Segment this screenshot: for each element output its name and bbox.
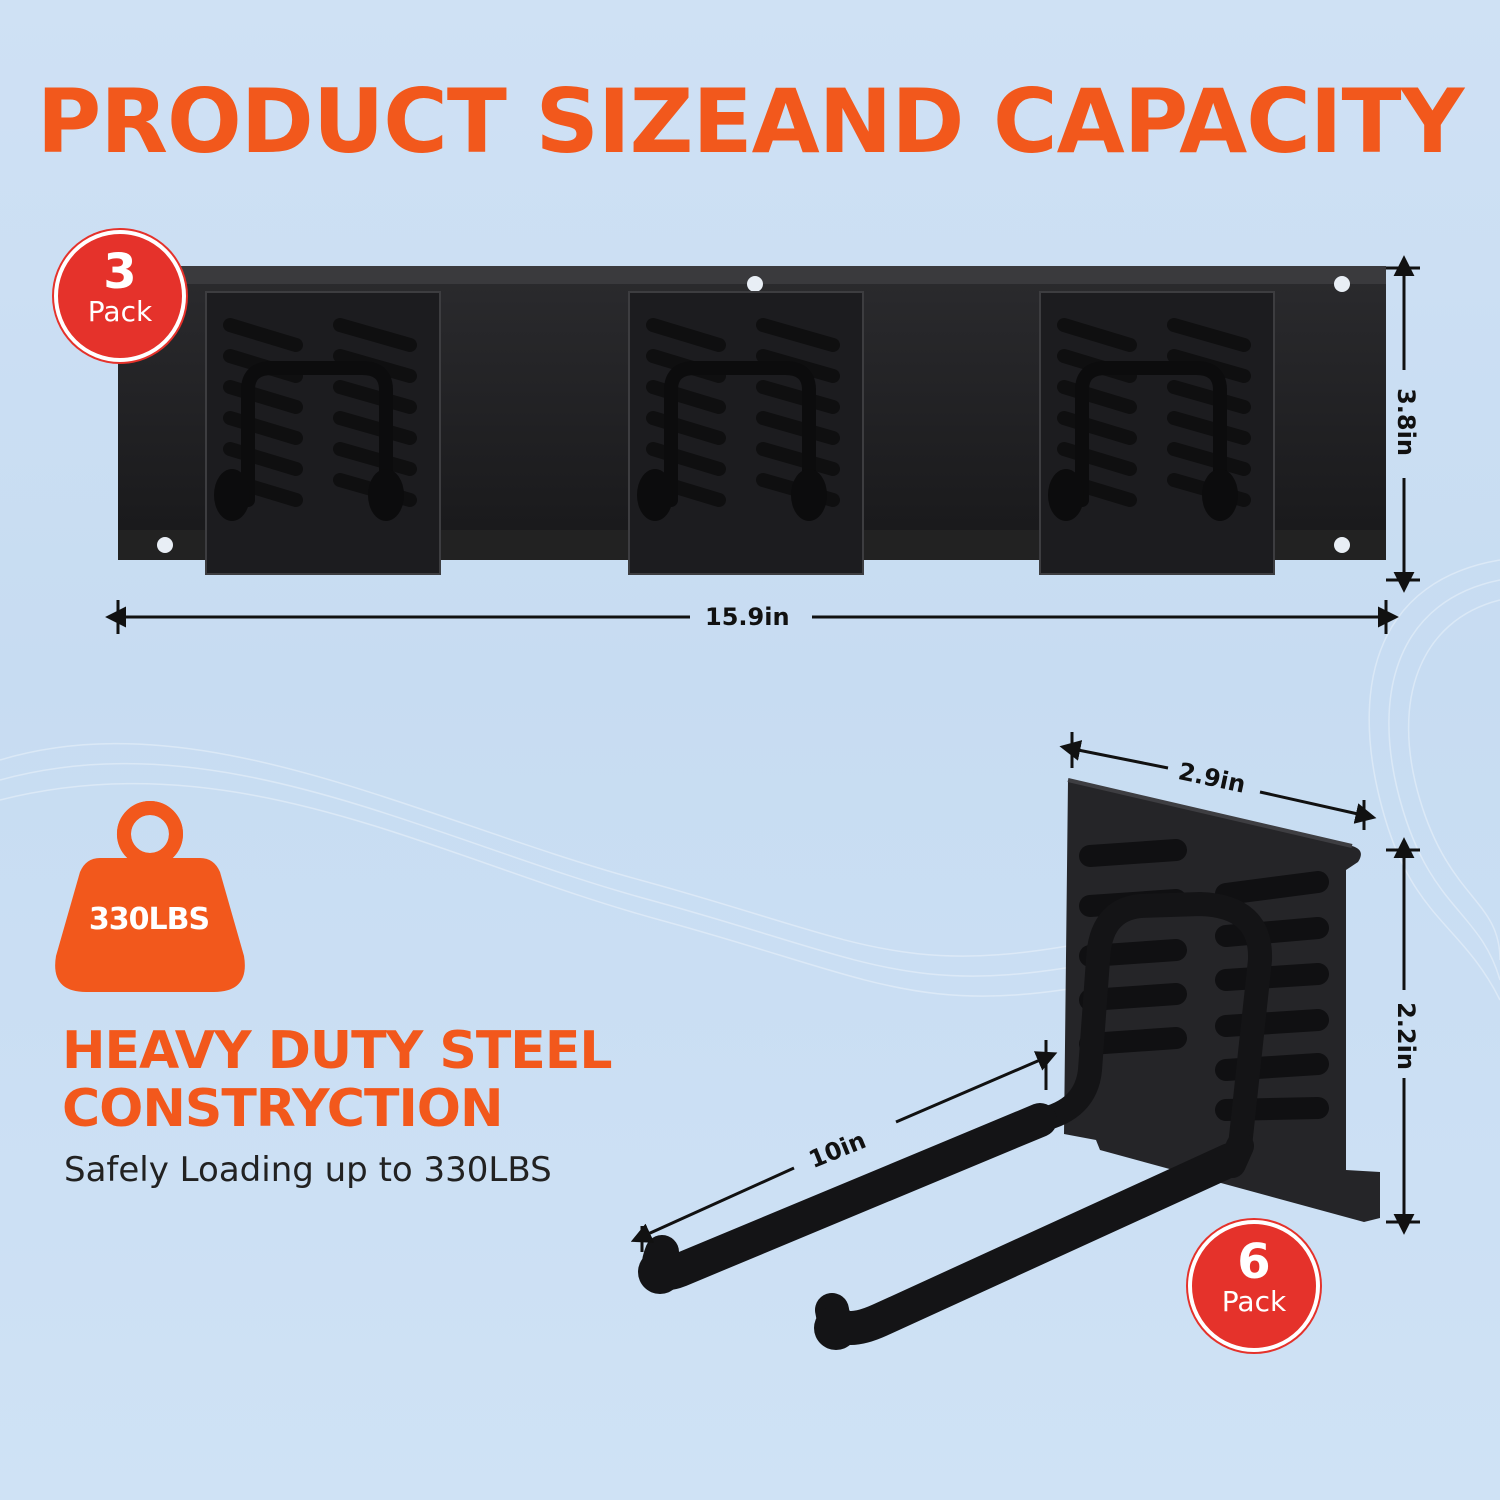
rail-pack-word: Pack (87, 295, 153, 328)
feature-subtitle: Safely Loading up to 330LBS (64, 1150, 552, 1190)
rail-hook-plate (205, 291, 441, 575)
page-title: PRODUCT SIZEAND CAPACITY (36, 70, 1465, 173)
rail-pack-number: 3 (103, 244, 137, 300)
feature-title-line-2: CONSTRYCTION (62, 1079, 504, 1139)
hook-length-dimension (630, 1040, 1058, 1252)
hook-pack-word: Pack (1221, 1285, 1287, 1318)
hook-pack-badge: 6 Pack (1188, 1220, 1320, 1352)
feature-title: HEAVY DUTY STEEL CONSTRYCTION (62, 1021, 612, 1139)
feature-title-line-1: HEAVY DUTY STEEL (62, 1021, 612, 1081)
rail-height-dimension (1386, 255, 1420, 593)
hook-arms (638, 891, 1273, 1350)
rail-width-dimension (105, 600, 1399, 634)
hook-pack-number: 6 (1237, 1234, 1271, 1290)
weight-label: 330LBS (88, 902, 210, 937)
hook-width-dimension (1059, 732, 1377, 830)
hook-height-label: 2.2in (1391, 1002, 1420, 1070)
rail-width-label: 15.9in (705, 603, 790, 631)
hook-height-dimension (1386, 837, 1420, 1235)
rail-pack-badge: 3 Pack (54, 230, 186, 362)
